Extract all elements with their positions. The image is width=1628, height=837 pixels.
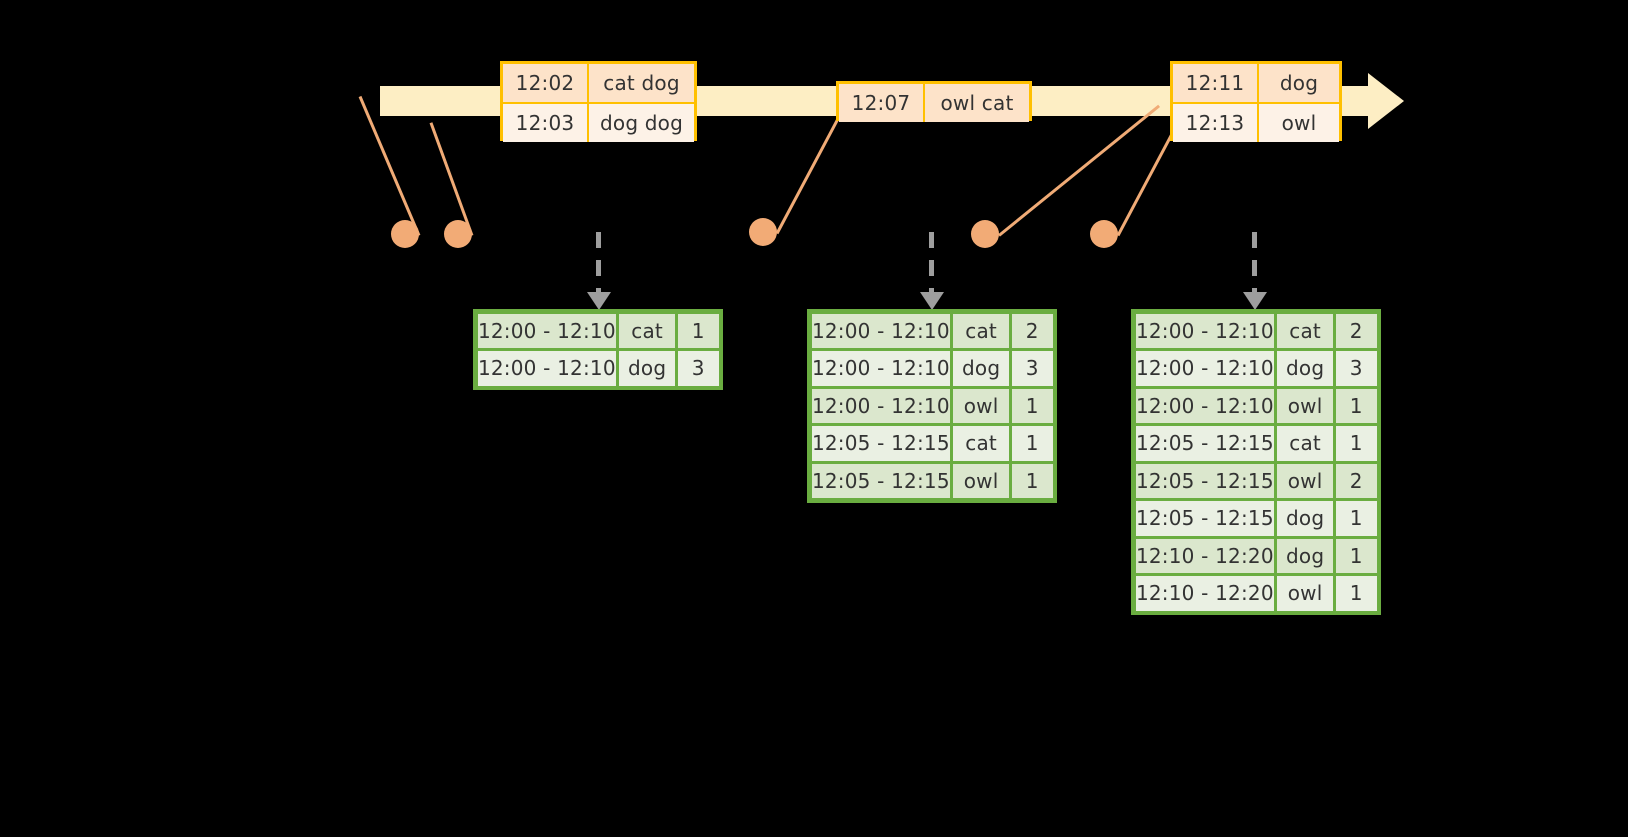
event-time: 12:03 [503,104,589,142]
key-cell: dog [953,351,1010,386]
window-cell: 12:05 - 12:15 [1135,463,1275,498]
event-value: owl cat [940,91,1014,115]
event-box-group-3[interactable]: 12:11 dog 12:13 owl [1170,61,1342,142]
dot-12-02 [391,220,419,248]
count-cell: 2 [1336,463,1377,498]
key-cell: cat [953,426,1010,461]
count-cell: 1 [1012,463,1053,498]
key-cell: cat [1277,426,1334,461]
count-cell: 3 [678,351,719,386]
window-cell: 12:05 - 12:15 [1135,426,1275,461]
dot-12-13 [1090,220,1118,248]
key-cell: dog [1277,501,1334,536]
window-cell: 12:05 - 12:15 [811,463,951,498]
flow-arrow-line-stage-3 [1252,232,1257,294]
event-box-group-1[interactable]: 12:02 cat dog 12:03 dog dog [500,61,697,142]
window-cell: 12:00 - 12:10 [1135,388,1275,423]
connector-line-12-02 [358,95,421,237]
window-cell: 12:10 - 12:20 [1135,538,1275,573]
count-cell: 1 [1336,538,1377,573]
event-row: 12:03 dog dog [503,102,694,142]
event-value: dog dog [599,111,683,135]
dot-12-07 [749,218,777,246]
key-cell: cat [953,313,1010,348]
connector-line-12-07 [775,105,846,235]
event-time: 12:11 [1173,64,1259,102]
key-cell: cat [1277,313,1334,348]
window-cell: 12:00 - 12:10 [1135,351,1275,386]
event-row: 12:02 cat dog [503,64,694,102]
window-cell: 12:00 - 12:10 [477,313,617,348]
count-cell: 1 [678,313,719,348]
count-cell: 1 [1336,501,1377,536]
timeline-arrowhead-icon [1368,73,1404,129]
key-cell: owl [953,388,1010,423]
event-time: 12:13 [1173,104,1259,142]
count-cell: 2 [1012,313,1053,348]
event-time: 12:02 [503,64,589,102]
connector-line-12-11 [998,104,1161,237]
count-cell: 1 [1012,388,1053,423]
event-row: 12:11 dog [1173,64,1339,102]
key-cell: owl [953,463,1010,498]
window-cell: 12:00 - 12:10 [477,351,617,386]
event-row: 12:13 owl [1173,102,1339,142]
window-cell: 12:00 - 12:10 [1135,313,1275,348]
window-cell: 12:00 - 12:10 [811,351,951,386]
count-cell: 3 [1336,351,1377,386]
count-cell: 1 [1012,426,1053,461]
flow-arrow-head-stage-3 [1243,292,1267,310]
window-cell: 12:10 - 12:20 [1135,576,1275,611]
event-time: 12:07 [839,84,925,122]
key-cell: cat [619,313,676,348]
count-cell: 1 [1336,388,1377,423]
count-cell: 3 [1012,351,1053,386]
event-row: 12:07 owl cat [839,84,1029,122]
count-cell: 1 [1336,426,1377,461]
key-cell: owl [1277,388,1334,423]
flow-arrow-head-stage-1 [587,292,611,310]
event-value: owl [1281,111,1317,135]
flow-arrow-line-stage-2 [929,232,934,294]
key-cell: dog [1277,351,1334,386]
window-cell: 12:05 - 12:15 [811,426,951,461]
event-value: cat dog [603,71,680,95]
event-box-group-2[interactable]: 12:07 owl cat [836,81,1032,122]
window-cell: 12:00 - 12:10 [811,313,951,348]
event-value: dog [1279,71,1319,95]
key-cell: owl [1277,463,1334,498]
key-cell: owl [1277,576,1334,611]
flow-arrow-head-stage-2 [920,292,944,310]
key-cell: dog [1277,538,1334,573]
key-cell: dog [619,351,676,386]
dot-12-11 [971,220,999,248]
count-cell: 2 [1336,313,1377,348]
connector-line-12-03 [429,122,474,237]
window-cell: 12:05 - 12:15 [1135,501,1275,536]
dot-12-03 [444,220,472,248]
window-cell: 12:00 - 12:10 [811,388,951,423]
count-cell: 1 [1336,576,1377,611]
flow-arrow-line-stage-1 [596,232,601,294]
